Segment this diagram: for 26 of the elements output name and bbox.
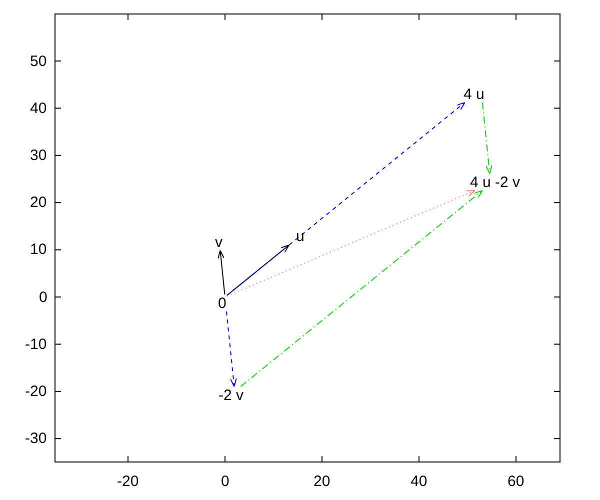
vector-label: 4 u -2 v <box>470 174 520 190</box>
vector-label: u <box>296 228 304 244</box>
vector-label: 0 <box>218 296 226 310</box>
y-tick-label: 0 <box>39 290 48 304</box>
y-tick-label: -30 <box>25 431 47 446</box>
vector-label: -2 v <box>218 388 244 402</box>
vector-arrow <box>226 190 476 297</box>
vector-label: v <box>215 234 222 250</box>
y-tick-label: 50 <box>30 54 47 68</box>
vector-label: 4 u <box>464 86 484 102</box>
x-tick-label: 40 <box>410 474 428 488</box>
vector-arrow <box>226 102 466 296</box>
x-tick-label: 60 <box>508 474 524 488</box>
x-tick-label: -20 <box>117 474 139 488</box>
x-tick-label: 20 <box>314 474 330 488</box>
y-tick-label: 40 <box>30 100 47 116</box>
vector-arrow <box>226 311 237 387</box>
vector-arrow <box>218 250 226 295</box>
vector-arrow <box>240 190 483 387</box>
x-tick-label: 0 <box>221 474 230 488</box>
y-tick-label: -20 <box>25 384 47 399</box>
y-tick-label: 10 <box>30 242 47 258</box>
y-tick-label: -10 <box>25 336 47 352</box>
y-tick-label: 30 <box>30 148 47 163</box>
y-tick-label: 20 <box>30 195 47 210</box>
vector-arrow <box>482 102 492 174</box>
